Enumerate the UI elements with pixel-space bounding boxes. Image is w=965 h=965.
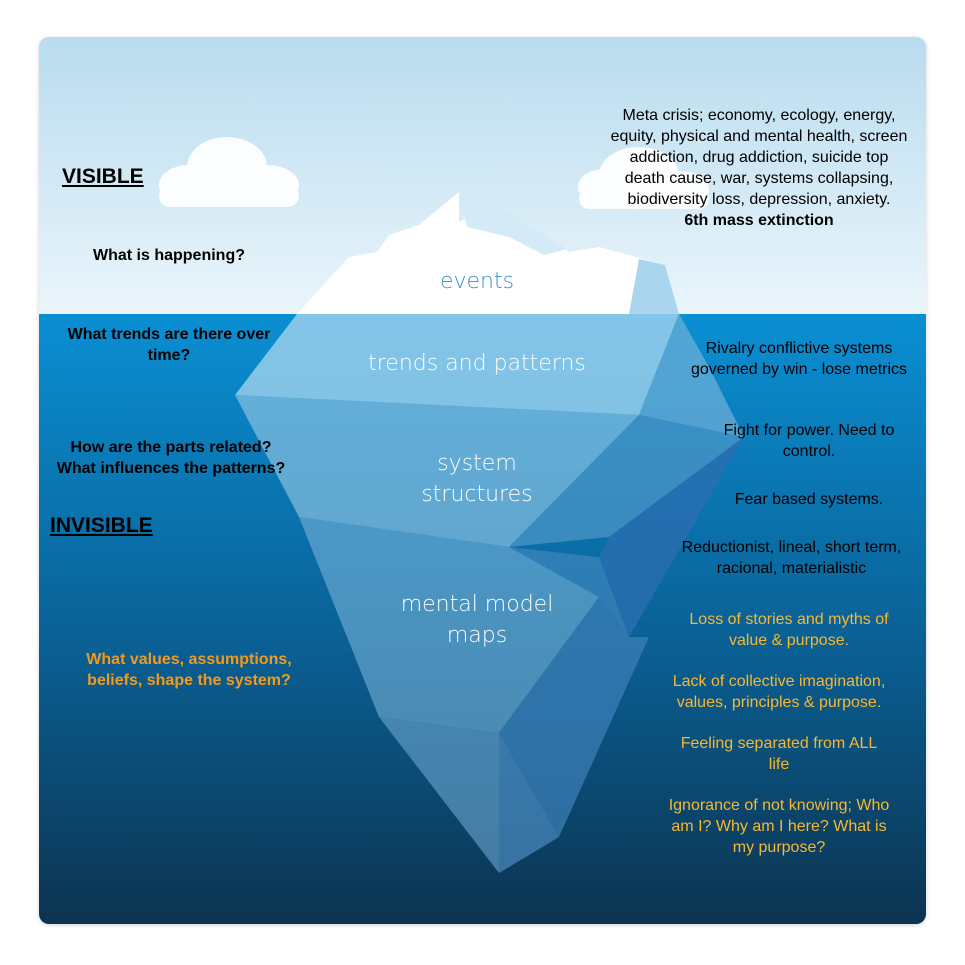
question-structures: How are the parts related? What influenc… (56, 439, 286, 477)
events-answer: Meta crisis; economy, ecology, energy, e… (609, 105, 909, 231)
iceberg-tip-right (629, 259, 679, 314)
structures-answer-fear: Fear based systems. (734, 491, 884, 508)
layer-mental-line2: maps (446, 623, 508, 648)
invisible-heading: INVISIBLE (50, 514, 153, 537)
events-answer-emphasis: 6th mass extinction (684, 212, 834, 229)
question-mental-models: What values, assumptions, beliefs, shape… (86, 651, 292, 689)
cloud-right (578, 147, 709, 209)
visible-heading: VISIBLE (62, 165, 144, 188)
structures-answer-reductionist: Reductionist, lineal, short term, racion… (681, 539, 902, 577)
question-events: What is happening? (93, 247, 245, 264)
iceberg-tip (297, 192, 679, 314)
layer-structures-line2: structures (421, 482, 533, 507)
layer-events: events (439, 269, 515, 294)
structures-answer-power: Fight for power. Need to control. (723, 422, 895, 460)
trends-answer: Rivalry conflictive systems governed by … (690, 340, 908, 378)
mental-answer-ignorance: Ignorance of not knowing; Who am I? Why … (668, 797, 890, 856)
iceberg-underwater (235, 314, 744, 873)
iceberg-card: events trends and patterns system struct… (39, 37, 926, 924)
mental-answer-stories: Loss of stories and myths of value & pur… (689, 611, 889, 649)
iceberg-scene (39, 37, 926, 924)
mental-answer-imagination: Lack of collective imagination, values, … (672, 673, 886, 711)
layer-trends: trends and patterns (368, 351, 586, 376)
layer-mental-line1: mental model (400, 592, 554, 617)
iceberg-tip-shade (459, 197, 567, 255)
events-answer-text: Meta crisis; economy, ecology, energy, e… (610, 107, 908, 208)
question-trends: What trends are there over time? (67, 326, 271, 364)
layer-structures-line1: system (437, 451, 517, 476)
cloud-left (159, 137, 299, 207)
mental-answer-separation: Feeling separated from ALL life (680, 735, 878, 773)
